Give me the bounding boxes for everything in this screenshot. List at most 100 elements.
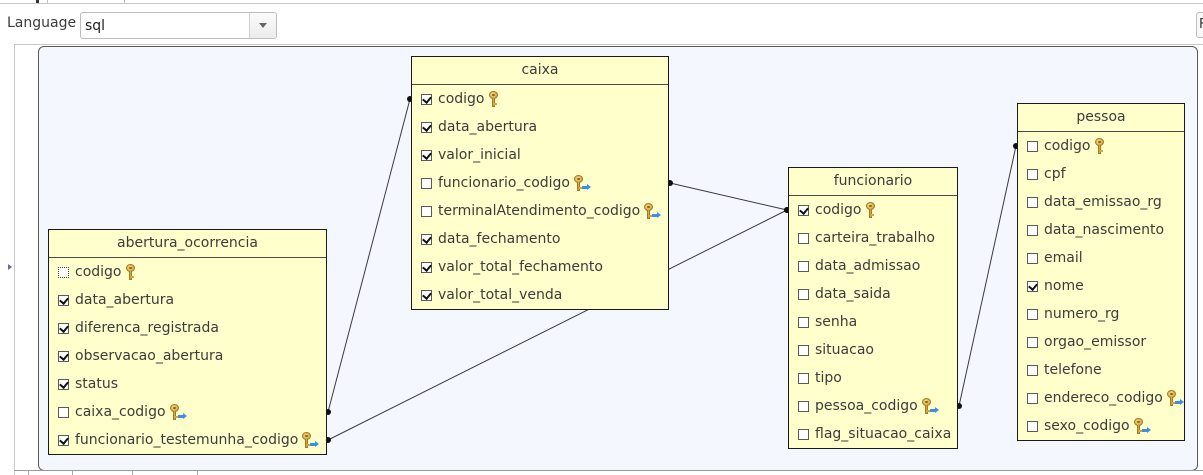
column-name: caixa_codigo [75, 404, 166, 420]
column-checkbox[interactable] [58, 294, 69, 306]
column-row[interactable]: data_fechamento [412, 225, 668, 253]
column-row[interactable]: telefone [1018, 356, 1184, 384]
column-checkbox[interactable] [421, 177, 432, 189]
column-checkbox[interactable] [798, 400, 809, 412]
column-row[interactable]: data_abertura [412, 113, 668, 141]
column-row[interactable]: data_emissao_rg [1018, 188, 1184, 216]
column-checkbox[interactable] [1027, 196, 1038, 208]
column-row[interactable]: data_admissao [789, 252, 957, 280]
column-row[interactable]: terminalAtendimento_codigo [412, 197, 668, 225]
language-select-value[interactable]: sql [85, 17, 106, 34]
column-checkbox[interactable] [798, 260, 809, 272]
column-checkbox[interactable] [58, 266, 69, 278]
foreign-key-icon [1166, 390, 1184, 406]
column-checkbox[interactable] [1027, 252, 1038, 264]
column-checkbox[interactable] [798, 204, 809, 216]
table-title[interactable]: funcionario [789, 168, 957, 196]
column-checkbox[interactable] [798, 316, 809, 328]
column-name: observacao_abertura [75, 348, 224, 364]
column-row[interactable]: caixa_codigo [49, 398, 326, 426]
column-checkbox[interactable] [1027, 140, 1038, 152]
column-row[interactable]: senha [789, 308, 957, 336]
table-title[interactable]: pessoa [1018, 104, 1184, 132]
column-row[interactable]: valor_inicial [412, 141, 668, 169]
column-checkbox[interactable] [798, 232, 809, 244]
column-checkbox[interactable] [1027, 336, 1038, 348]
column-row[interactable]: situacao [789, 336, 957, 364]
language-label: Language [7, 15, 77, 31]
column-row[interactable]: tipo [789, 364, 957, 392]
foreign-key-icon [1133, 418, 1151, 434]
column-row[interactable]: diferenca_registrada [49, 314, 326, 342]
column-row[interactable]: sexo_codigo [1018, 412, 1184, 440]
column-name: tipo [815, 370, 842, 386]
column-row[interactable]: carteira_trabalho [789, 224, 957, 252]
column-name: data_abertura [438, 119, 538, 135]
column-checkbox[interactable] [1027, 280, 1038, 292]
column-checkbox[interactable] [421, 261, 432, 273]
column-row[interactable]: codigo [789, 196, 957, 224]
column-checkbox[interactable] [421, 149, 432, 161]
column-row[interactable]: valor_total_fechamento [412, 253, 668, 281]
column-checkbox[interactable] [58, 350, 69, 362]
column-row[interactable]: nome [1018, 272, 1184, 300]
column-row[interactable]: valor_total_venda [412, 281, 668, 309]
column-row[interactable]: codigo [412, 85, 668, 113]
column-checkbox[interactable] [58, 434, 69, 446]
column-checkbox[interactable] [1027, 168, 1038, 180]
column-row[interactable]: flag_situacao_caixa [789, 420, 957, 448]
column-row[interactable]: codigo [1018, 132, 1184, 160]
top-tab-bar [0, 0, 1203, 4]
column-row[interactable]: endereco_codigo [1018, 384, 1184, 412]
column-row[interactable]: status [49, 370, 326, 398]
table-title[interactable]: caixa [412, 57, 668, 85]
column-checkbox[interactable] [1027, 392, 1038, 404]
column-checkbox[interactable] [421, 289, 432, 301]
column-checkbox[interactable] [58, 406, 69, 418]
column-checkbox[interactable] [58, 322, 69, 334]
column-checkbox[interactable] [798, 344, 809, 356]
language-select[interactable]: sql [80, 12, 277, 39]
column-checkbox[interactable] [421, 93, 432, 105]
column-row[interactable]: data_abertura [49, 286, 326, 314]
bottom-tab-2[interactable] [72, 471, 132, 475]
column-checkbox[interactable] [798, 288, 809, 300]
primary-key-icon [1094, 138, 1112, 154]
column-row[interactable]: funcionario_codigo [412, 169, 668, 197]
column-checkbox[interactable] [1027, 308, 1038, 320]
column-checkbox[interactable] [1027, 364, 1038, 376]
column-row[interactable]: funcionario_testemunha_codigo [49, 426, 326, 454]
collapse-arrow-icon[interactable] [8, 264, 12, 270]
top-tab[interactable] [47, 0, 125, 3]
bottom-tab-1[interactable] [28, 471, 72, 475]
column-row[interactable]: cpf [1018, 160, 1184, 188]
format-button[interactable]: F [1196, 12, 1203, 38]
column-checkbox[interactable] [1027, 224, 1038, 236]
table-title[interactable]: abertura_ocorrencia [49, 230, 326, 258]
column-name: nome [1044, 278, 1084, 294]
column-checkbox[interactable] [421, 205, 432, 217]
column-checkbox[interactable] [798, 428, 809, 440]
column-row[interactable]: observacao_abertura [49, 342, 326, 370]
column-checkbox[interactable] [798, 372, 809, 384]
column-checkbox[interactable] [58, 378, 69, 390]
bottom-tab-3[interactable] [132, 471, 198, 475]
column-name: status [75, 376, 119, 392]
column-checkbox[interactable] [421, 121, 432, 133]
column-row[interactable]: orgao_emissor [1018, 328, 1184, 356]
column-row[interactable]: pessoa_codigo [789, 392, 957, 420]
column-row[interactable]: numero_rg [1018, 300, 1184, 328]
designer-panel [14, 44, 1203, 475]
language-dropdown-button[interactable] [249, 13, 276, 38]
column-checkbox[interactable] [421, 233, 432, 245]
column-row[interactable]: email [1018, 244, 1184, 272]
column-row[interactable]: data_saida [789, 280, 957, 308]
column-name: situacao [815, 342, 874, 358]
column-row[interactable]: codigo [49, 258, 326, 286]
column-checkbox[interactable] [1027, 420, 1038, 432]
column-row[interactable]: data_nascimento [1018, 216, 1184, 244]
